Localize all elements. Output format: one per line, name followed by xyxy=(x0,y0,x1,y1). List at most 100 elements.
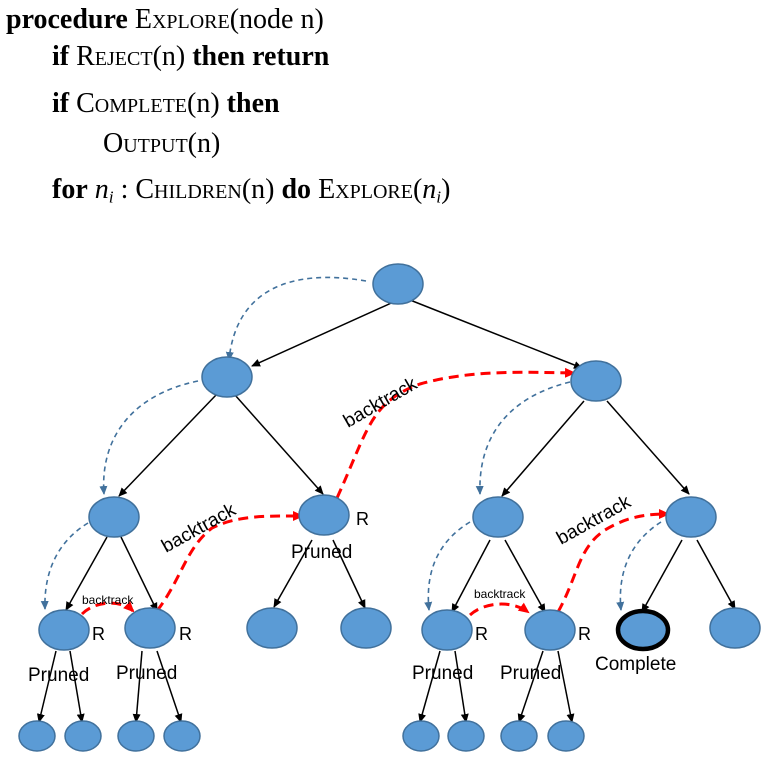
backtrack-labels: backtrack backtrack backtrack backtrack … xyxy=(82,373,635,607)
leaf-node xyxy=(500,720,538,752)
tree-node xyxy=(201,356,253,398)
edge xyxy=(557,650,575,723)
edge xyxy=(641,539,683,613)
edge xyxy=(501,400,585,497)
edge xyxy=(65,536,108,611)
function-name: Children xyxy=(135,174,242,205)
edge xyxy=(69,650,85,723)
edge xyxy=(118,393,218,497)
leaf-node xyxy=(547,720,585,752)
keyword: do xyxy=(281,174,312,205)
edge xyxy=(120,536,158,612)
rejected-node xyxy=(124,607,176,649)
edge xyxy=(234,394,324,495)
leaf-node xyxy=(18,720,56,752)
traversal-arrow xyxy=(99,380,199,495)
code-line-output: Output(n) xyxy=(103,130,220,158)
edge xyxy=(332,539,366,609)
tree-node xyxy=(709,607,761,649)
pruned-label: Pruned xyxy=(500,663,561,684)
edge xyxy=(418,650,441,723)
traversal-arrow xyxy=(40,522,89,610)
edge xyxy=(696,539,736,610)
code-line-reject: if Reject(n) then return xyxy=(52,43,329,71)
code-line-for: for ni : Children(n) do Explore(ni) xyxy=(52,174,451,207)
leaf-node xyxy=(447,720,485,752)
loop-variable: ni xyxy=(94,174,114,207)
traversal-arrow xyxy=(616,521,662,611)
pruned-label: Pruned xyxy=(116,663,177,684)
traversal-arrow xyxy=(225,276,367,361)
root-node xyxy=(372,263,424,305)
function-args: (n) xyxy=(187,88,220,119)
complete-label: Complete xyxy=(595,654,676,675)
reject-label: R xyxy=(179,624,192,644)
keyword: then return xyxy=(192,41,330,72)
tree-node xyxy=(340,607,392,649)
keyword: if xyxy=(52,41,70,72)
colon: : xyxy=(113,174,136,205)
function-args: (n) xyxy=(152,41,186,72)
reject-label: R xyxy=(578,624,591,644)
rejected-node xyxy=(524,609,576,651)
tree-node xyxy=(88,496,140,538)
edge xyxy=(132,650,143,723)
backtrack-arrow xyxy=(468,602,530,617)
keyword: for xyxy=(52,174,88,205)
edge xyxy=(454,650,469,723)
backtrack-label: backtrack xyxy=(82,593,134,607)
edge xyxy=(251,299,399,367)
code-line-complete: if Complete(n) then xyxy=(52,90,280,118)
rejected-node xyxy=(421,609,473,651)
edge xyxy=(451,539,491,613)
leaf-node xyxy=(117,720,155,752)
function-name: Reject xyxy=(76,41,153,72)
keyword: procedure xyxy=(6,4,128,35)
leaf-node xyxy=(163,720,201,752)
traversal-arrow xyxy=(424,521,471,611)
function-name: Output xyxy=(103,128,188,159)
pruned-label: Pruned xyxy=(412,663,473,684)
loop-variable: ni xyxy=(422,174,442,207)
backtrack-arrow xyxy=(80,601,135,616)
function-name: Explore xyxy=(134,4,230,35)
pseudocode: procedure Explore(node n) if Reject(n) t… xyxy=(0,0,771,230)
backtrack-arrow xyxy=(335,367,576,499)
traversal-arrow xyxy=(475,381,571,495)
traversal-arrows xyxy=(40,276,662,611)
function-args: (n) xyxy=(241,174,275,205)
backtrack-label: backtrack xyxy=(474,587,526,601)
tree-node xyxy=(665,496,717,538)
backtrack-arrow xyxy=(155,510,304,612)
rejected-node xyxy=(298,494,350,536)
reject-labels: R R R R R xyxy=(92,509,591,644)
code-line-procedure: procedure Explore(node n) xyxy=(6,6,324,34)
keyword: if xyxy=(52,88,70,119)
edge xyxy=(156,650,183,723)
tree-edges xyxy=(36,299,736,723)
edge xyxy=(517,650,544,723)
tree-node xyxy=(472,496,524,538)
leaf-node xyxy=(64,720,102,752)
edge xyxy=(409,299,583,369)
leaf-node xyxy=(402,720,440,752)
reject-label: R xyxy=(356,509,369,529)
backtrack-label: backtrack xyxy=(340,373,421,432)
edge xyxy=(606,400,690,495)
rejected-node xyxy=(38,609,90,651)
reject-label: R xyxy=(475,624,488,644)
backtrack-arrows xyxy=(80,367,670,617)
edge xyxy=(36,650,57,723)
backtrack-label: backtrack xyxy=(158,499,240,557)
tree-nodes xyxy=(18,263,761,752)
pruned-label: Pruned xyxy=(291,542,352,563)
reject-label: R xyxy=(92,624,105,644)
pruned-label: Pruned xyxy=(28,665,89,686)
function-name: Explore xyxy=(318,174,413,205)
edge xyxy=(273,539,313,608)
pruned-labels: Pruned Pruned Pruned Pruned Pruned xyxy=(28,542,561,686)
complete-node xyxy=(615,608,671,652)
function-args: (n) xyxy=(187,128,221,159)
tree-node xyxy=(570,360,622,402)
